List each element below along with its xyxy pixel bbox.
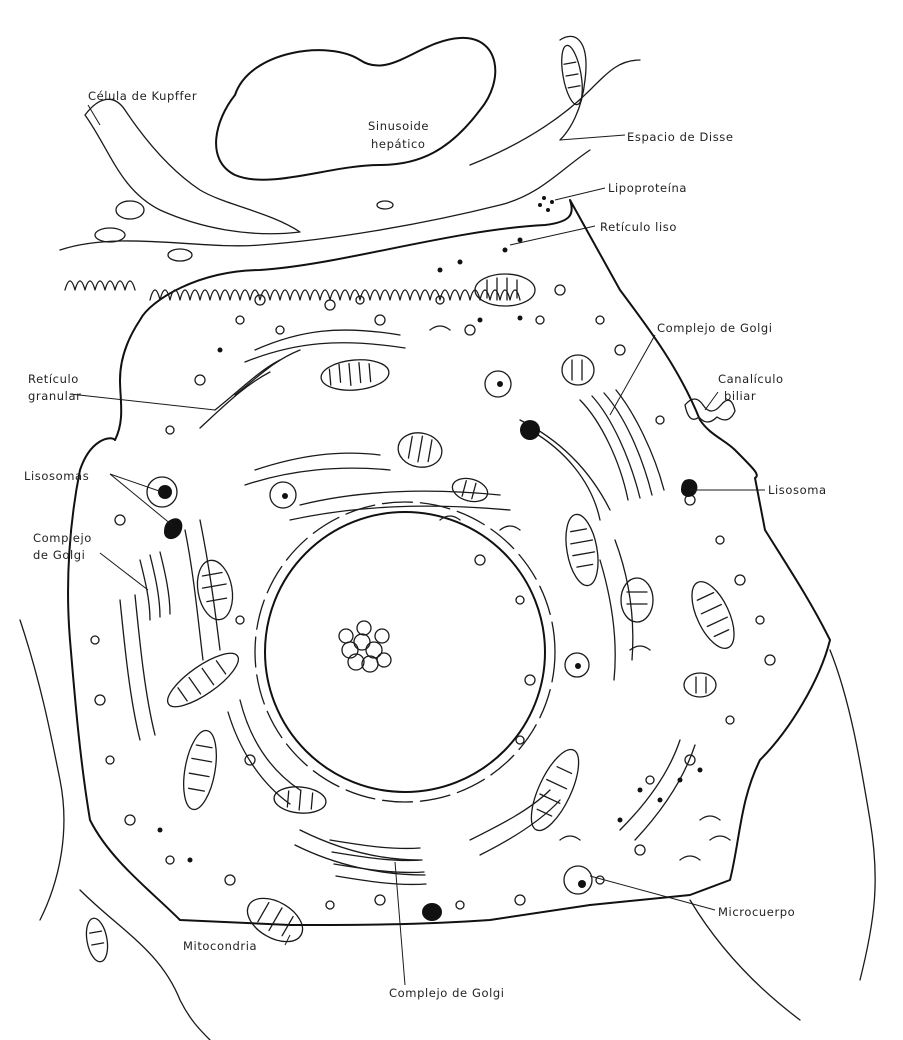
label-lipoprotein: Lipoproteína bbox=[608, 181, 687, 195]
label-mitochondria: Mitocondria bbox=[183, 939, 257, 953]
label-sinusoide-2: hepático bbox=[371, 137, 426, 151]
label-disse-space: Espacio de Disse bbox=[627, 130, 734, 144]
label-bile-canaliculus-2: biliar bbox=[724, 389, 756, 403]
neighbor-cell-bottom-left bbox=[80, 890, 210, 1040]
endothelial-nucleus-b bbox=[95, 228, 125, 242]
nuclear-envelope-outer bbox=[255, 502, 555, 802]
neighbor-cell-right bbox=[830, 650, 875, 980]
endothelial-nucleus-a bbox=[168, 249, 192, 261]
label-lysosomes: Lisosomas bbox=[24, 469, 89, 483]
nucleus bbox=[265, 512, 545, 792]
hepatocyte-membrane bbox=[68, 200, 830, 925]
nucleolus bbox=[339, 621, 391, 672]
label-rough-er-2: granular bbox=[28, 389, 81, 403]
microbody bbox=[564, 866, 592, 894]
endothelium-top-left bbox=[60, 150, 590, 250]
label-kupffer-cell: Célula de Kupffer bbox=[88, 89, 197, 103]
microvilli bbox=[65, 281, 520, 300]
label-lysosome: Lisosoma bbox=[768, 483, 827, 497]
label-sinusoide-1: Sinusoide bbox=[368, 119, 429, 133]
neighbor-cell-left bbox=[20, 620, 64, 920]
golgi-complex-right bbox=[580, 390, 664, 500]
label-golgi-left-1: Complejo bbox=[33, 531, 92, 545]
label-bile-canaliculus-1: Canalículo bbox=[718, 372, 784, 386]
smooth-er-vesicles bbox=[91, 285, 775, 909]
label-rough-er-1: Retículo bbox=[28, 372, 79, 386]
label-golgi-top: Complejo de Golgi bbox=[657, 321, 773, 335]
leader-lines bbox=[70, 105, 765, 985]
endothelial-nucleus-c bbox=[377, 201, 393, 209]
label-golgi-left-2: de Golgi bbox=[33, 548, 85, 562]
sinusoid bbox=[216, 38, 495, 180]
label-golgi-bottom: Complejo de Golgi bbox=[389, 986, 505, 1000]
label-microbody: Microcuerpo bbox=[718, 905, 795, 919]
golgi-complex-bottom bbox=[330, 840, 426, 884]
kupffer-nucleus bbox=[116, 201, 144, 219]
microbody-small bbox=[270, 371, 589, 677]
rough-er bbox=[120, 330, 695, 875]
label-smooth-er: Retículo liso bbox=[600, 220, 677, 234]
golgi-complex-left bbox=[140, 552, 170, 620]
